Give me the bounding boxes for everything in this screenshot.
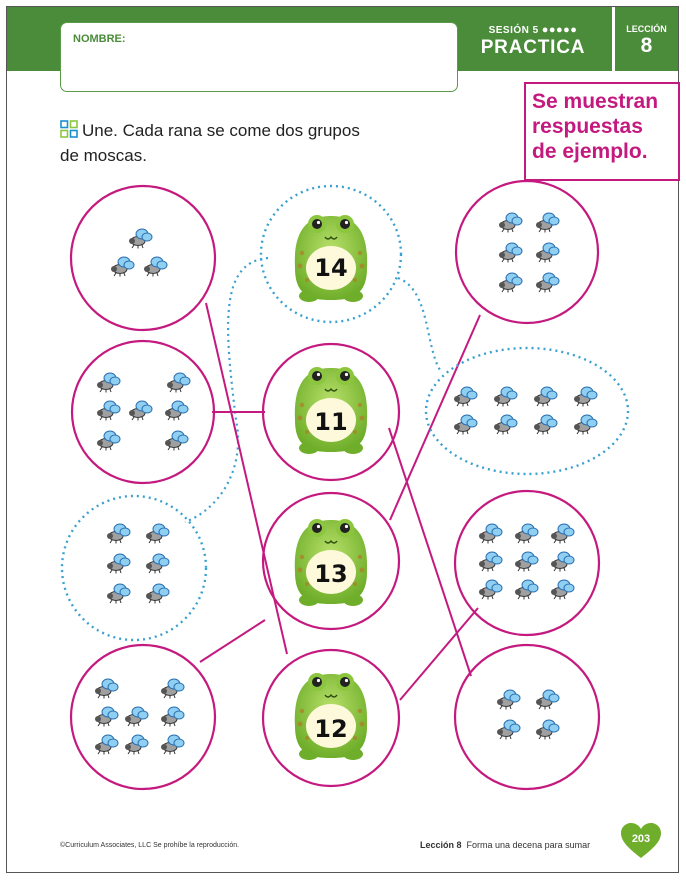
answer-lines: [199, 302, 481, 701]
fly-icon: [535, 212, 560, 233]
fly-icon: [573, 386, 598, 407]
fly-group-circle-dotted[interactable]: [60, 494, 208, 642]
fly-group-circle[interactable]: [70, 339, 216, 485]
fly-icon: [164, 400, 189, 421]
fly-icon: [110, 256, 135, 277]
lesson-label: LECCIÓN: [626, 24, 667, 34]
fly-icon: [128, 400, 153, 421]
frog-circle[interactable]: 11: [261, 342, 401, 482]
frog-number: 14: [314, 254, 347, 282]
footer-lesson-title: Forma una decena para sumar: [466, 840, 591, 850]
instructions: Une. Cada rana se come dos grupos de mos…: [60, 118, 360, 168]
session-dots: ●●●●●: [541, 24, 578, 36]
fly-icon: [124, 734, 149, 755]
fly-icon: [550, 551, 575, 572]
fly-icon: [514, 551, 539, 572]
fly-icon: [94, 734, 119, 755]
fly-group-circle[interactable]: [453, 643, 601, 791]
fly-icon: [493, 414, 518, 435]
fly-icon: [514, 579, 539, 600]
fly-icon: [143, 256, 168, 277]
fly-icon: [164, 430, 189, 451]
sample-note-line: Se muestran: [532, 90, 659, 113]
fly-icon: [145, 523, 170, 544]
fly-icon: [160, 678, 185, 699]
lesson-badge: LECCIÓN 8: [615, 24, 678, 58]
fly-icon: [145, 583, 170, 604]
answer-loop-14-right: [397, 276, 441, 371]
frog-number: 13: [314, 560, 347, 588]
fly-icon: [535, 719, 560, 740]
fly-icon: [106, 583, 131, 604]
fly-icon: [128, 228, 153, 249]
fly-icon: [535, 242, 560, 263]
fly-icon: [535, 689, 560, 710]
fly-icon: [498, 212, 523, 233]
session-info: SESIÓN 5●●●●● PRACTICA: [458, 24, 608, 59]
instructions-text: Une. Cada rana se come dos grupos de mos…: [60, 121, 360, 165]
page-number: 203: [632, 833, 650, 845]
copyright-text: ©Curriculum Associates, LLC Se prohíbe l…: [60, 842, 240, 849]
lesson-footer: Lección 8 Forma una decena para sumar: [420, 840, 590, 850]
fly-icon: [160, 706, 185, 727]
fly-icon: [145, 553, 170, 574]
practice-label: PRACTICA: [480, 37, 586, 58]
name-label: NOMBRE:: [73, 33, 126, 45]
fly-icon: [535, 272, 560, 293]
fly-icon: [124, 706, 149, 727]
fly-icon: [106, 553, 131, 574]
header-divider: [612, 7, 615, 71]
fly-icon: [160, 734, 185, 755]
fly-icon: [514, 523, 539, 544]
fly-icon: [96, 400, 121, 421]
sample-note-line: respuestas: [532, 115, 643, 138]
fly-icon: [478, 523, 503, 544]
fly-icon: [550, 579, 575, 600]
fly-icon: [453, 414, 478, 435]
fly-icon: [96, 372, 121, 393]
fly-group-circle[interactable]: [69, 643, 217, 791]
name-field[interactable]: NOMBRE:: [60, 22, 458, 92]
fly-group-circle[interactable]: [69, 184, 217, 332]
sample-answers-note: Se muestran respuestas de ejemplo.: [524, 82, 680, 181]
frog-circle-dotted[interactable]: 14: [259, 184, 403, 324]
fly-icon: [493, 386, 518, 407]
fly-icon: [166, 372, 191, 393]
fly-icon: [550, 523, 575, 544]
fly-icon: [573, 414, 598, 435]
lesson-number: 8: [640, 34, 653, 57]
fly-icon: [453, 386, 478, 407]
page-border: [6, 6, 679, 873]
match-icon: [60, 120, 78, 138]
fly-icon: [533, 386, 558, 407]
frog-circle[interactable]: 12: [261, 648, 401, 788]
fly-icon: [496, 719, 521, 740]
frog-number: 11: [314, 408, 347, 436]
heart-icon: 203: [621, 823, 661, 858]
fly-icon: [533, 414, 558, 435]
fly-icon: [478, 551, 503, 572]
frog-number: 12: [314, 715, 347, 743]
fly-icon: [94, 706, 119, 727]
fly-icon: [498, 242, 523, 263]
fly-group-ellipse-dotted[interactable]: [424, 346, 630, 476]
frog-circle[interactable]: 13: [261, 491, 401, 631]
fly-group-circle[interactable]: [454, 179, 600, 325]
fly-icon: [94, 678, 119, 699]
session-label: SESIÓN 5: [488, 25, 539, 36]
fly-icon: [496, 689, 521, 710]
footer-lesson-ref: Lección 8: [420, 840, 462, 850]
fly-icon: [96, 430, 121, 451]
fly-icon: [478, 579, 503, 600]
fly-icon: [106, 523, 131, 544]
fly-group-circle[interactable]: [453, 489, 601, 637]
sample-note-line: de ejemplo.: [532, 140, 648, 163]
fly-icon: [498, 272, 523, 293]
